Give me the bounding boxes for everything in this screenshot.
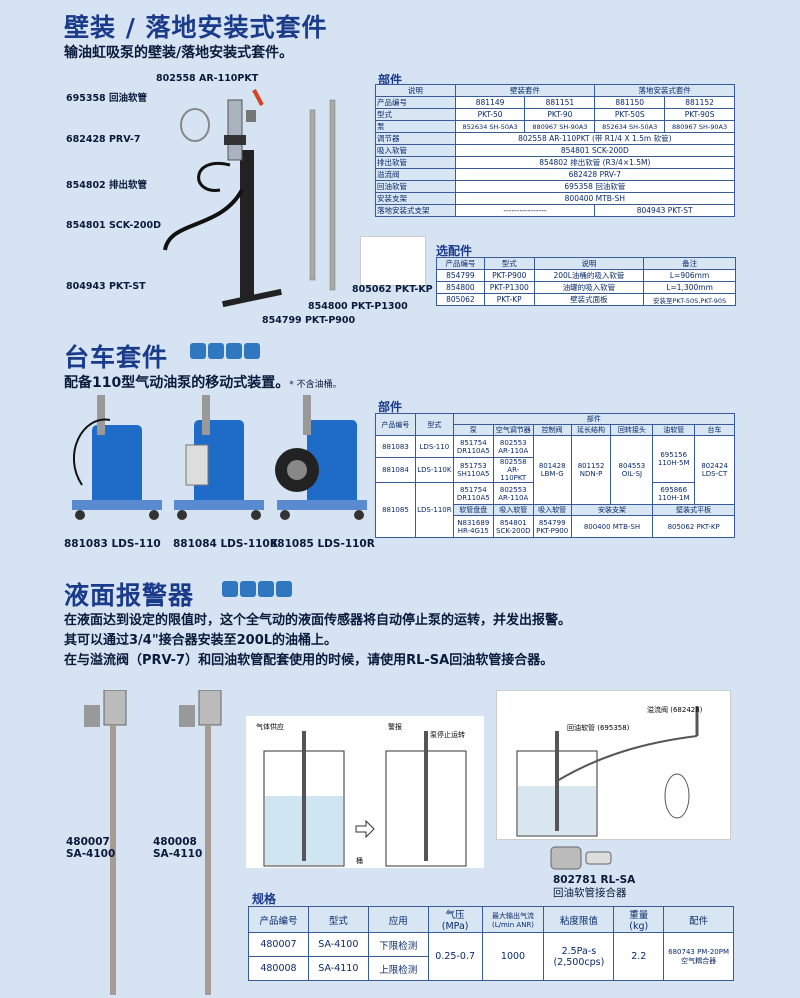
section3-icons [222, 578, 294, 597]
callout-prv: 682428 PRV-7 [66, 134, 141, 145]
operation-diagram: 气体供应 警报 泵停止运转 桶 [246, 716, 484, 868]
cart-caption-1: 881083 LDS-110 [64, 538, 161, 550]
wall-panel-photo [360, 236, 426, 286]
section3-line-1: 在液面达到设定的限值时，这个全气动的液面传感器将自动停止泵的运转，并发出报警。 [64, 613, 572, 628]
diagram-stop-label: 泵停止运转 [430, 731, 465, 739]
optional-label: 选配件 [436, 244, 473, 258]
cart-caption-3: 881085 LDS-110R [270, 538, 375, 550]
diagram-air-label: 气体供应 [256, 723, 284, 731]
diagram-relief-label: 溢流阀 (682428) [647, 706, 703, 714]
spec-table: 产品编号 型式 应用 气压 (MPa) 最大输出气流 (L/min ANR) 粘… [248, 906, 734, 981]
oil-can-icon [226, 342, 242, 359]
level-sensor-illustration [84, 690, 222, 995]
cart-caption-2: 881084 LDS-110K [173, 538, 278, 550]
compressor-icon [222, 580, 238, 597]
cart-kit-illustration [72, 395, 367, 520]
funnel-icon [276, 580, 292, 597]
return-hose-diagram: 溢流阀 (682428) 回油软管 (695358) [496, 690, 731, 840]
callout-return-hose: 695358 回油软管 [66, 93, 147, 104]
diagram-hose-label: 回油软管 (695358) [567, 724, 630, 732]
section3-line-3: 在与溢流阀（PRV-7）和回油软管配套使用的时候，请使用RL-SA回油软管接合器… [64, 653, 554, 668]
compressor-icon [190, 342, 206, 359]
callout-pkt-st: 804943 PKT-ST [66, 281, 146, 292]
callout-pkt-p900: 854799 PKT-P900 [262, 315, 356, 326]
callout-ar110: 802558 AR-110PKT [156, 73, 259, 84]
section3-line-2: 其可以通过3/4"接合器安装至200L的油桶上。 [64, 633, 338, 648]
parts-label-2: 部件 [378, 400, 403, 414]
oil-can-icon [258, 580, 274, 597]
section2-title: 台车套件 [64, 343, 169, 372]
diagram-bucket-label: 桶 [356, 857, 363, 865]
section1-subtitle: 输油虹吸泵的壁装/落地安装式套件。 [64, 45, 294, 61]
rl-sa-adapter-icon [550, 846, 612, 870]
funnel-icon [244, 342, 260, 359]
section1-title: 壁装 / 落地安装式套件 [64, 13, 328, 42]
section3-title: 液面报警器 [64, 581, 195, 610]
drum-icon [208, 342, 224, 359]
callout-pkt-p1300: 854800 PKT-P1300 [308, 301, 408, 312]
parts-label-1: 部件 [378, 73, 403, 87]
drum-icon [240, 580, 256, 597]
diagram-alarm-label: 警报 [388, 723, 402, 731]
callout-discharge-hose: 854802 排出软管 [66, 180, 147, 191]
spec-label: 规格 [252, 892, 277, 906]
callout-pkt-kp: 805062 PKT-KP [352, 284, 433, 295]
wall-floor-kit-illustration [150, 80, 370, 320]
section2-subtitle: 配备110型气动油泵的移动式装置。* 不含油桶。 [64, 375, 342, 391]
callout-sck: 854801 SCK-200D [66, 220, 161, 231]
section2-icons [190, 340, 262, 359]
